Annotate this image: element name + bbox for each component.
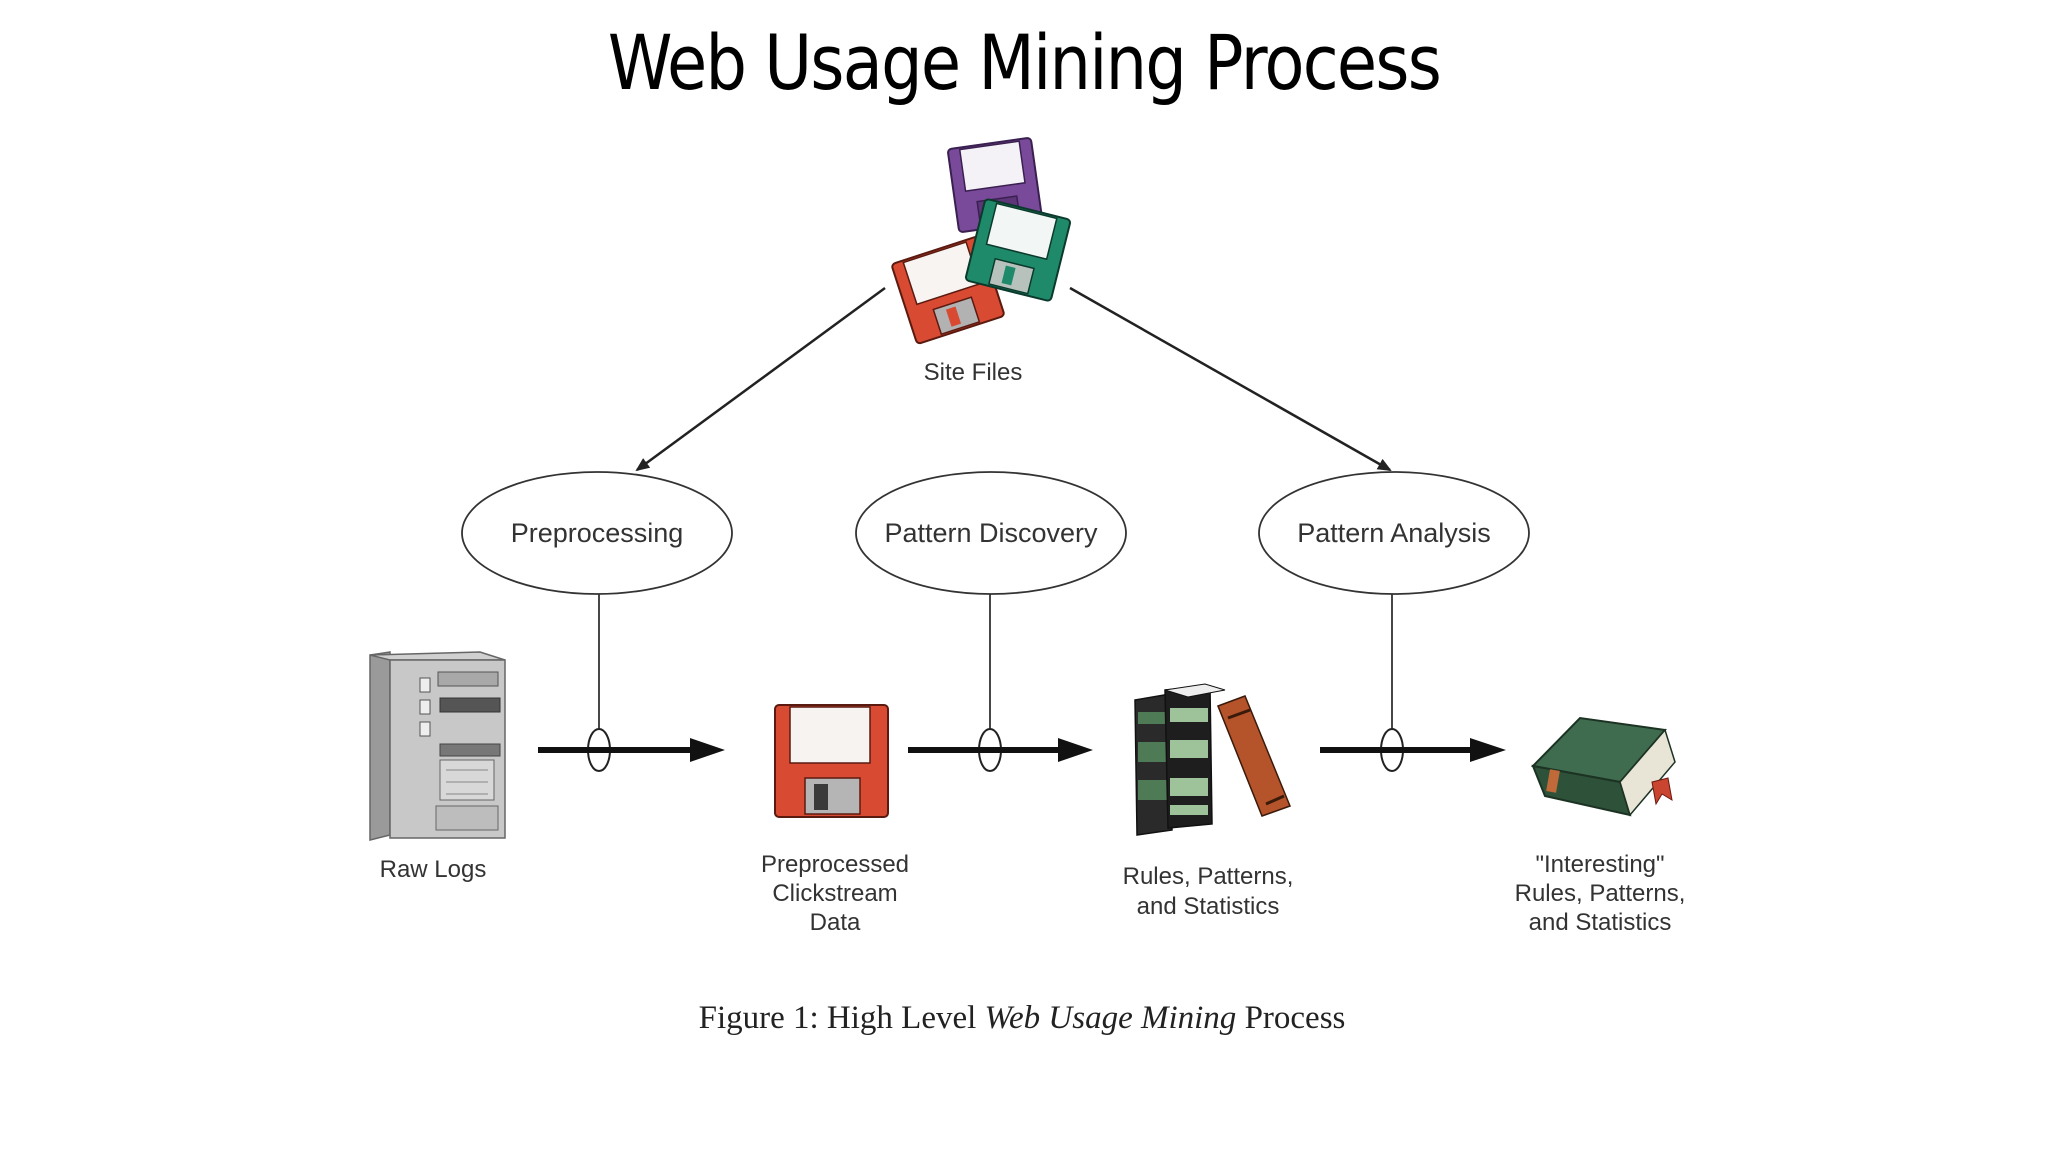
- item-label-interesting-line2: Rules, Patterns,: [1515, 880, 1686, 907]
- caption-suffix: Process: [1245, 1000, 1346, 1036]
- caption-emphasis: Web Usage Mining: [985, 1000, 1237, 1036]
- stage-label: Pattern Analysis: [1297, 518, 1491, 548]
- slide-title: Web Usage Mining Process: [607, 18, 1442, 107]
- stage-connectors: [587, 594, 1404, 772]
- stage-preprocessing: Preprocessing: [461, 471, 733, 595]
- stage-label: Preprocessing: [511, 518, 684, 548]
- book-icon: [1530, 716, 1676, 817]
- item-label-rules-line1: Rules, Patterns,: [1123, 863, 1294, 890]
- floppy-disk-icon: [774, 704, 889, 818]
- site-files-label: Site Files: [924, 359, 1023, 386]
- stage-pattern-analysis: Pattern Analysis: [1258, 471, 1530, 595]
- item-label-preprocessed-line2: Clickstream: [772, 880, 897, 907]
- item-label-interesting-line3: and Statistics: [1529, 909, 1672, 936]
- site-files-to-preprocessing-arrow: [635, 286, 886, 472]
- server-icon: [369, 651, 506, 841]
- stage-pattern-discovery: Pattern Discovery: [855, 471, 1127, 595]
- stage-label: Pattern Discovery: [884, 518, 1098, 548]
- item-label-preprocessed-line1: Preprocessed: [761, 851, 909, 878]
- figure-caption: Figure 1: High Level Web Usage Mining Pr…: [699, 1000, 1346, 1036]
- item-label-preprocessed-line3: Data: [810, 909, 861, 936]
- item-label-rules-line2: and Statistics: [1137, 893, 1280, 920]
- site-files-to-pattern-analysis-arrow: [1069, 286, 1392, 472]
- caption-prefix: Figure 1: High Level: [699, 1000, 977, 1036]
- item-label-interesting-line1: "Interesting": [1535, 851, 1664, 878]
- item-label-raw-logs: Raw Logs: [380, 856, 487, 883]
- flow-arrows: [538, 738, 1506, 762]
- books-icon: [1134, 683, 1291, 836]
- floppy-disks-icon: [891, 137, 1072, 345]
